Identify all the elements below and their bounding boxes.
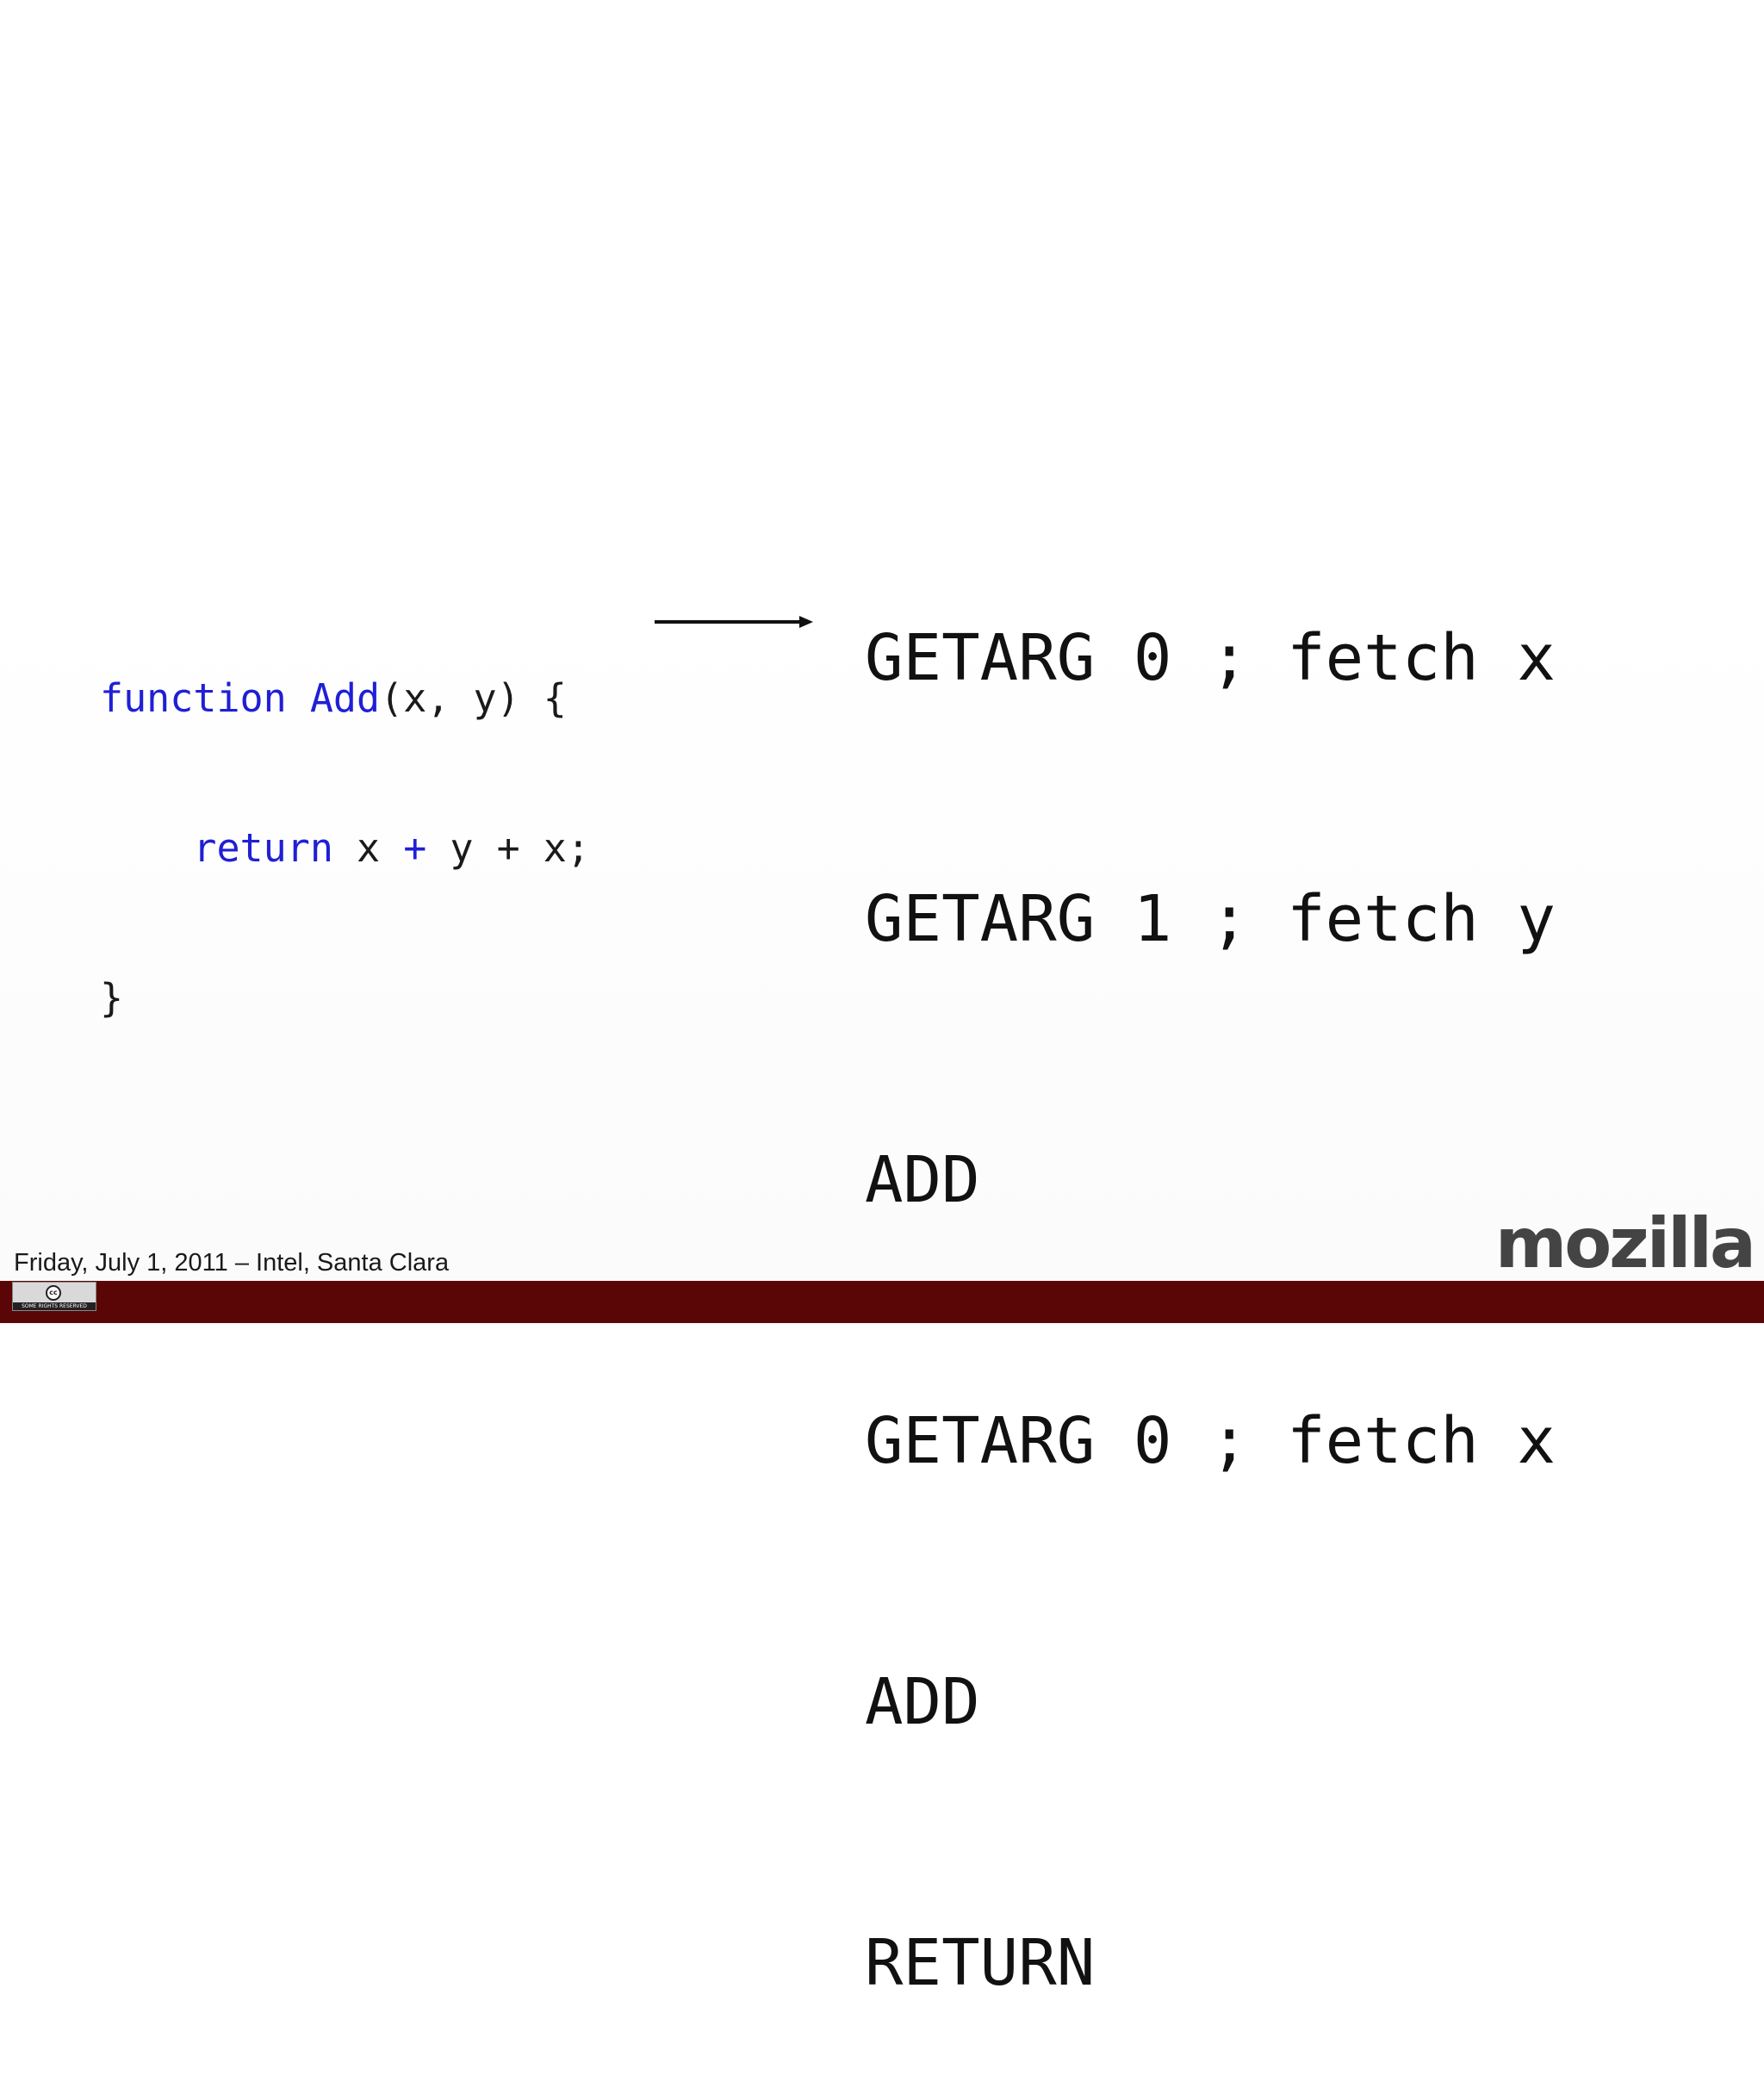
code-expression-rest: y + x; [426, 825, 590, 871]
mozilla-logo: mozilla [1494, 1203, 1756, 1283]
code-operand-x: x [332, 825, 404, 871]
code-operator-plus: + [403, 825, 427, 871]
right-arrow-icon [655, 616, 813, 628]
source-code-block: function Add(x, y) { return x + y + x; } [100, 574, 590, 1073]
bytecode-line: GETARG 1 ; fetch y [865, 882, 1556, 956]
bytecode-line: RETURN [865, 1926, 1096, 2000]
bytecode-line: ADD [865, 1143, 980, 1217]
bytecode-listing: GETARG 0 ; fetch x GETARG 1 ; fetch y AD… [865, 441, 1556, 2094]
slide-background [0, 0, 1764, 1323]
code-function-name: Add [309, 675, 381, 721]
code-line-1: function Add(x, y) { [100, 674, 590, 724]
creative-commons-badge[interactable]: cc SOME RIGHTS RESERVED [12, 1282, 96, 1311]
footer-bar [0, 1281, 1764, 1323]
code-params: (x, y) { [380, 675, 567, 721]
code-line-3: } [100, 975, 124, 1021]
bytecode-line: ADD [865, 1665, 980, 1739]
code-keyword-function: function [100, 675, 287, 721]
code-line-2: return x + y + x; [100, 823, 590, 873]
bytecode-line: GETARG 0 ; fetch x [865, 1404, 1556, 1478]
footer-date-venue: Friday, July 1, 2011 – Intel, Santa Clar… [14, 1249, 450, 1277]
cc-icon: cc [46, 1285, 61, 1301]
code-keyword-return: return [193, 825, 333, 871]
cc-license-text: SOME RIGHTS RESERVED [13, 1302, 96, 1310]
bytecode-line: GETARG 0 ; fetch x [865, 621, 1556, 695]
